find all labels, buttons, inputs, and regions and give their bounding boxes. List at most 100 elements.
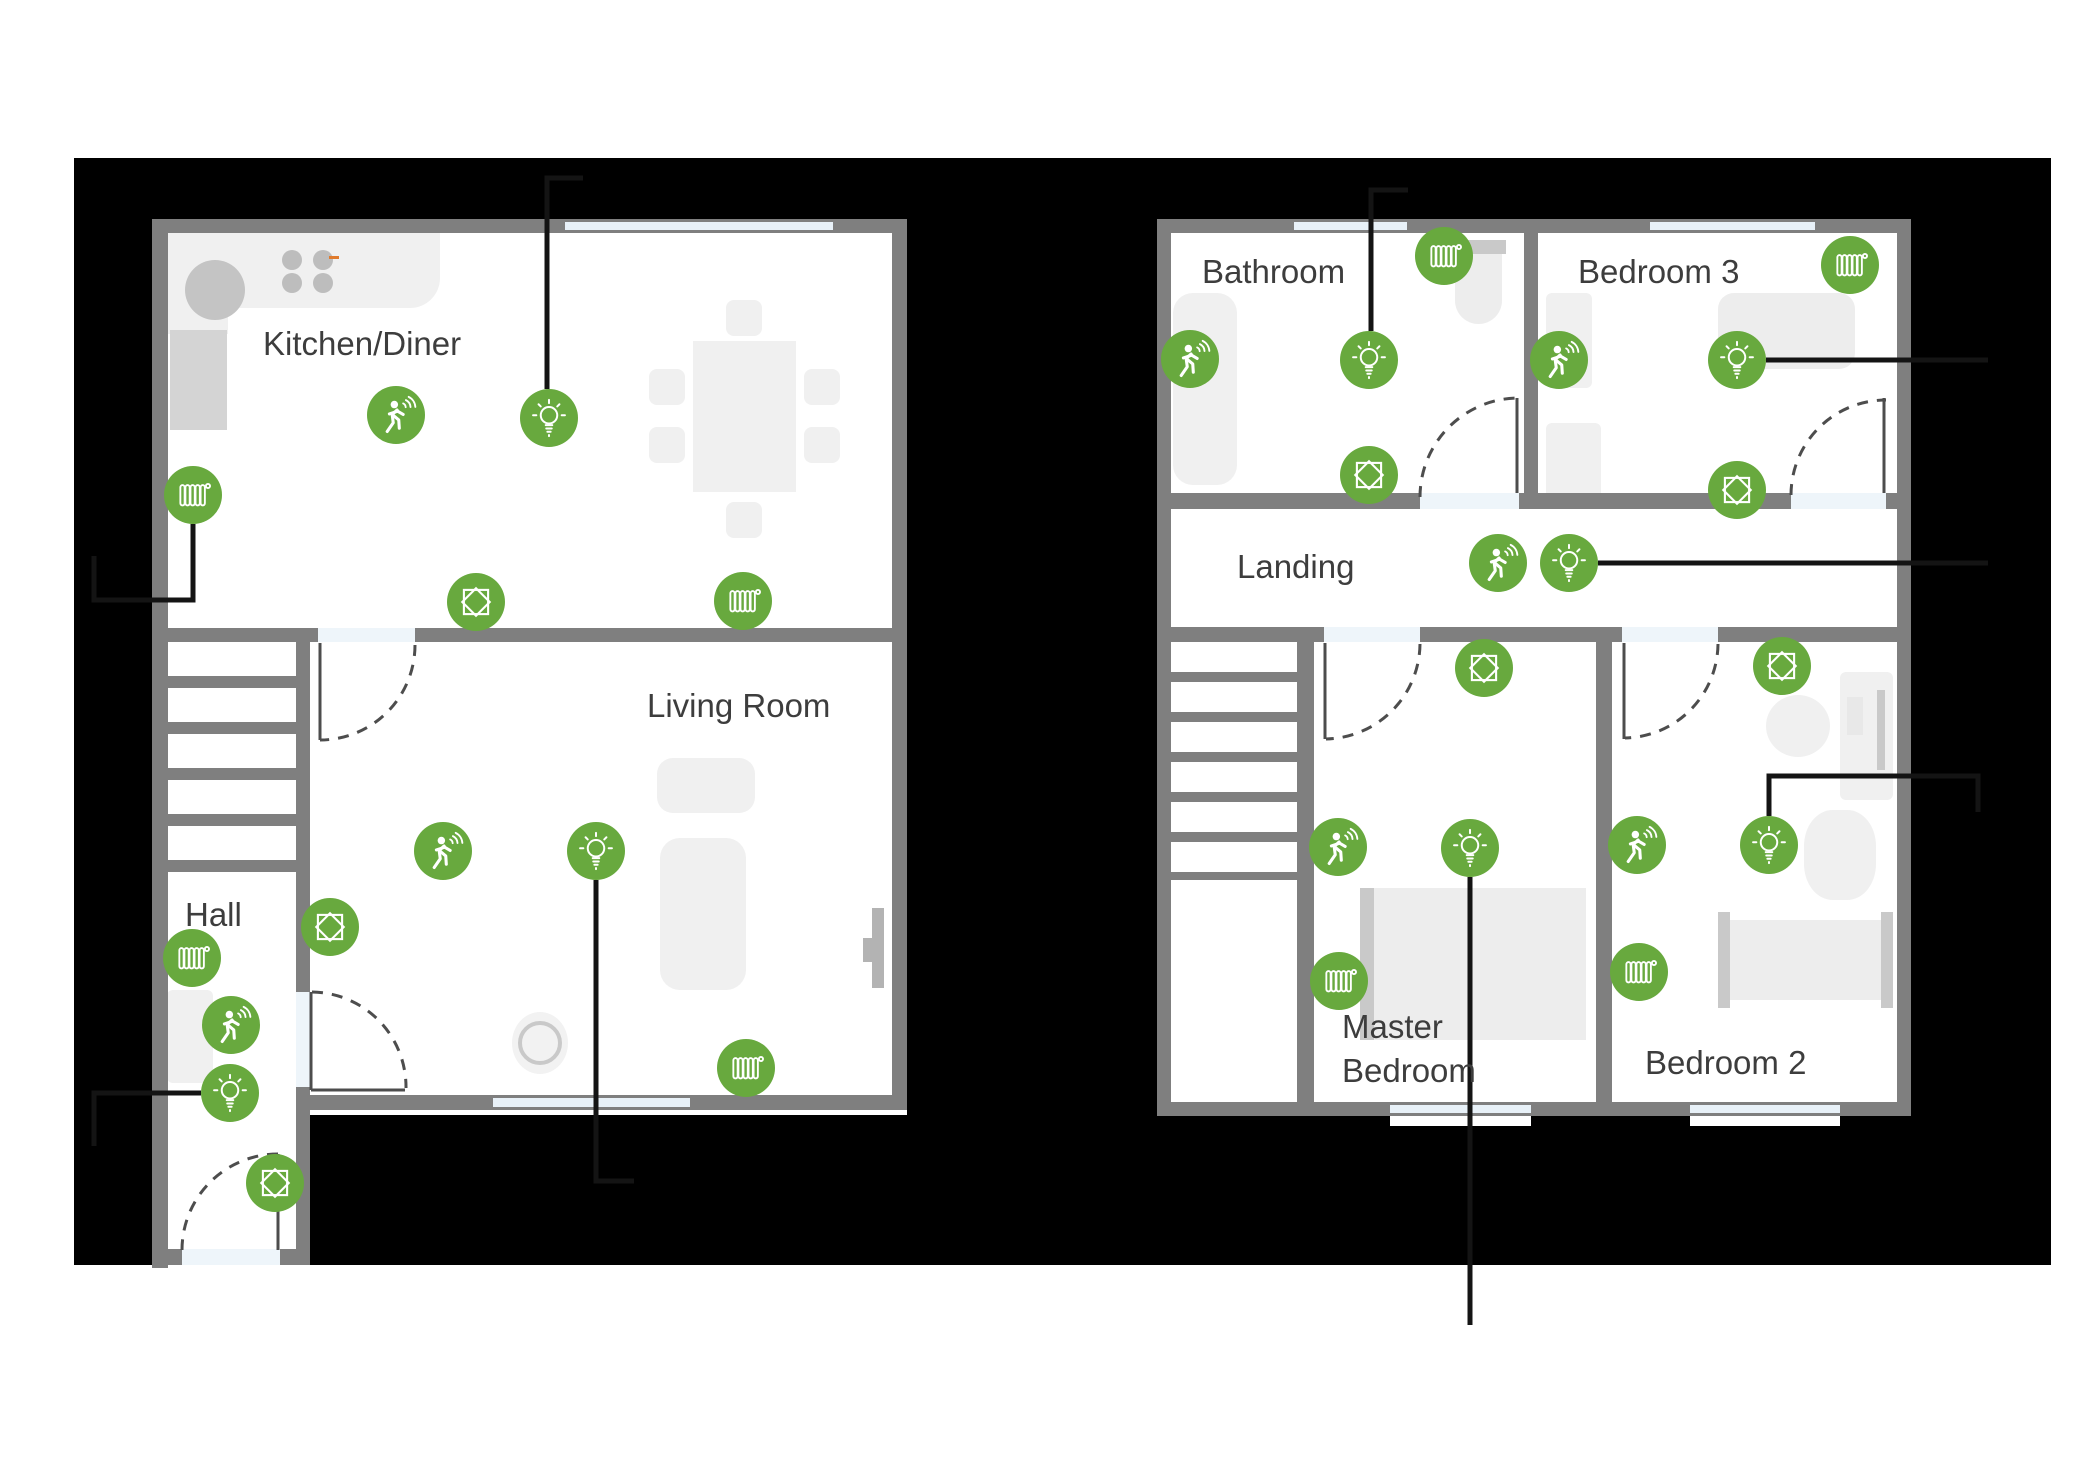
motion-sensor-icon <box>432 831 464 870</box>
light-bulb-icon <box>1552 543 1586 583</box>
motion-sensor-icon[interactable] <box>1161 330 1219 388</box>
light-bulb-icon <box>1752 825 1786 865</box>
wall <box>1897 219 1911 1116</box>
light-bulb-icon[interactable] <box>1441 819 1499 877</box>
tv <box>872 908 884 988</box>
front-door-opening <box>182 1249 280 1265</box>
radiator-thermostat-icon[interactable] <box>717 1039 775 1097</box>
room-label-hall: Hall <box>185 896 242 933</box>
cabinet <box>1546 423 1601 505</box>
bed-rail <box>1718 912 1730 1008</box>
monitor <box>1877 690 1885 770</box>
room-label-living-room: Living Room <box>647 687 831 724</box>
motion-sensor-icon[interactable] <box>367 386 425 444</box>
radiator-thermostat-icon <box>1325 968 1357 993</box>
wall <box>1157 219 1171 1116</box>
room-label-bedroom-2: Bedroom 2 <box>1645 1044 1807 1081</box>
window <box>1390 1105 1531 1113</box>
light-bulb-icon[interactable] <box>1740 816 1798 874</box>
first-floor-stairs <box>1171 642 1297 880</box>
radiator-thermostat-icon[interactable] <box>1610 943 1668 1001</box>
wall <box>1297 642 1314 1116</box>
hob-burner <box>282 250 302 270</box>
room-label-landing: Landing <box>1237 548 1355 585</box>
door-opening <box>318 628 415 642</box>
window <box>1690 1105 1840 1113</box>
door-window-sensor-icon[interactable] <box>1708 461 1766 519</box>
dining-table <box>693 341 796 492</box>
door-window-sensor-icon[interactable] <box>1753 637 1811 695</box>
light-bulb-icon[interactable] <box>567 822 625 880</box>
wall <box>892 219 907 1110</box>
double-bed <box>1374 888 1586 1040</box>
window <box>1294 222 1407 230</box>
light-bulb-icon <box>1352 340 1386 380</box>
motion-sensor-icon <box>1487 543 1519 582</box>
light-bulb-icon <box>213 1073 247 1113</box>
door-window-sensor-icon[interactable] <box>1455 639 1513 697</box>
radiator-thermostat-icon[interactable] <box>1310 952 1368 1010</box>
motion-sensor-icon[interactable] <box>414 822 472 880</box>
radiator-thermostat-icon <box>179 482 211 507</box>
radiator-thermostat-icon <box>1625 959 1657 984</box>
motion-sensor-icon <box>1626 825 1658 864</box>
dining-chair <box>804 369 840 405</box>
light-bulb-icon[interactable] <box>201 1064 259 1122</box>
radiator-thermostat-icon <box>1430 243 1462 268</box>
light-bulb-icon[interactable] <box>1708 331 1766 389</box>
radiator-thermostat-icon[interactable] <box>1415 227 1473 285</box>
door-window-sensor-icon <box>1468 652 1500 684</box>
dining-chair <box>649 427 685 463</box>
door-window-sensor-icon[interactable] <box>246 1154 304 1212</box>
door-window-sensor-icon <box>259 1167 291 1199</box>
floor-lamp <box>518 1021 562 1065</box>
chair <box>1804 810 1876 900</box>
radiator-thermostat-icon[interactable] <box>714 572 772 630</box>
bed <box>1718 920 1893 1000</box>
door-window-sensor-icon[interactable] <box>447 573 505 631</box>
radiator-thermostat-icon <box>178 945 210 970</box>
dining-chair <box>804 427 840 463</box>
room-label-bathroom: Bathroom <box>1202 253 1346 290</box>
dining-chair <box>726 300 762 336</box>
door-opening <box>296 992 310 1087</box>
motion-sensor-icon[interactable] <box>1469 534 1527 592</box>
door-window-sensor-icon[interactable] <box>1340 446 1398 504</box>
motion-sensor-icon[interactable] <box>1608 816 1666 874</box>
door-window-sensor-icon <box>1353 459 1385 491</box>
motion-sensor-icon[interactable] <box>202 996 260 1054</box>
desk-chair <box>1766 695 1830 757</box>
bed-headboard <box>1360 888 1374 1040</box>
dining-chair <box>649 369 685 405</box>
radiator-thermostat-icon[interactable] <box>164 466 222 524</box>
radiator-thermostat-icon[interactable] <box>1821 236 1879 294</box>
light-bulb-icon <box>1453 828 1487 868</box>
sofa <box>660 838 746 990</box>
motion-sensor-icon <box>1548 340 1580 379</box>
hob-indicator <box>329 256 339 259</box>
motion-sensor-icon[interactable] <box>1309 818 1367 876</box>
keyboard <box>1847 697 1863 735</box>
tv-stand <box>863 938 872 962</box>
door-window-sensor-icon[interactable] <box>301 898 359 956</box>
motion-sensor-icon[interactable] <box>1530 331 1588 389</box>
light-bulb-icon[interactable] <box>1340 331 1398 389</box>
radiator-thermostat-icon[interactable] <box>163 929 221 987</box>
bathtub <box>1173 293 1237 485</box>
light-bulb-icon <box>532 398 566 438</box>
radiator-thermostat-icon <box>729 588 761 613</box>
door-window-sensor-icon <box>460 586 492 618</box>
bed-rail <box>1881 912 1893 1008</box>
armchair <box>657 758 755 813</box>
window <box>565 222 833 230</box>
light-bulb-icon[interactable] <box>520 389 578 447</box>
wall <box>152 219 168 1268</box>
light-bulb-icon[interactable] <box>1540 534 1598 592</box>
motion-sensor-icon <box>220 1005 252 1044</box>
radiator-thermostat-icon <box>732 1055 764 1080</box>
hob-burner <box>282 273 302 293</box>
door-window-sensor-icon <box>1721 474 1753 506</box>
light-bulb-icon <box>1720 340 1754 380</box>
